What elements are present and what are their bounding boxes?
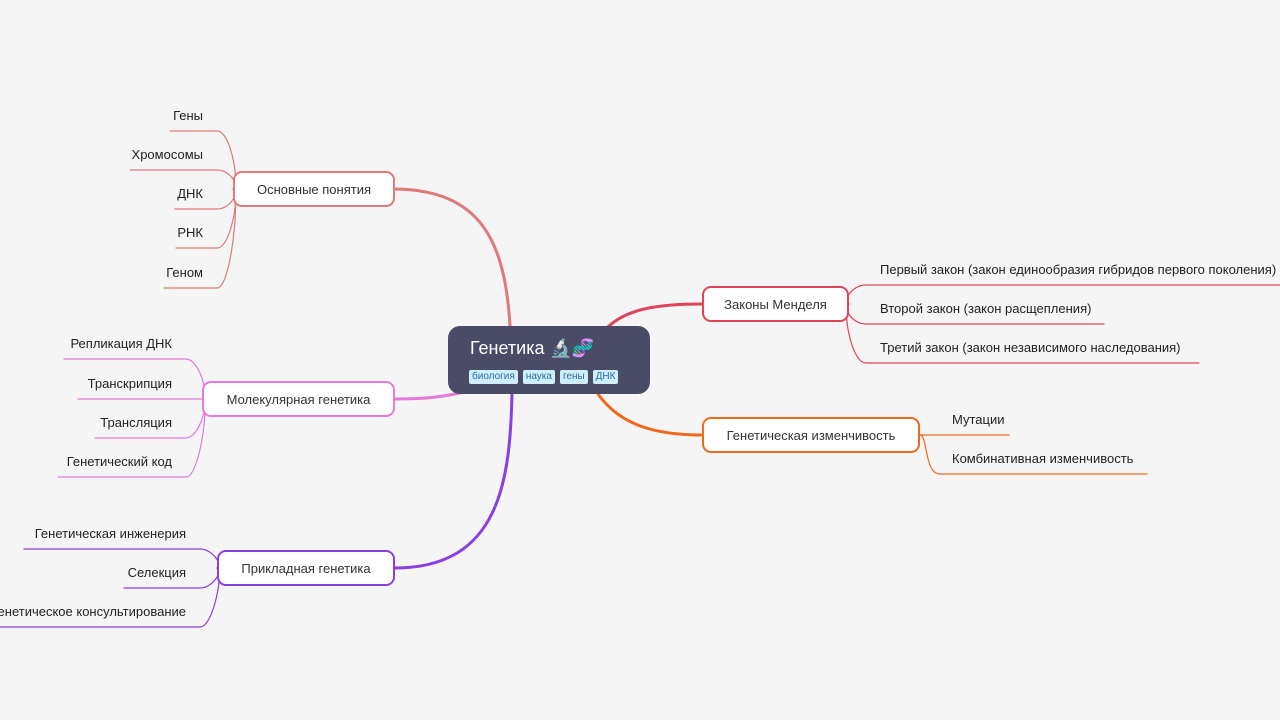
leaf-combinative-variability[interactable]: Комбинативная изменчивость [952,451,1134,466]
leaf-genetic-counseling[interactable]: Генетическое консультирование [0,604,186,619]
leaf-genetic-engineering[interactable]: Генетическая инженерия [34,526,186,541]
connector-root-mendel [603,302,704,332]
tag-science[interactable]: наука [522,370,555,384]
leaf-translation[interactable]: Трансляция [100,415,172,430]
central-topic-genetics[interactable]: Генетика 🔬🧬 биология наука гены ДНК [448,326,650,394]
tag-genes[interactable]: гены [559,370,588,384]
leaf-third-law[interactable]: Третий закон (закон независимого наследо… [880,340,1181,355]
leaf-selection[interactable]: Селекция [127,565,186,580]
branch-basic-concepts[interactable]: Основные понятия [233,171,395,207]
connector-root-variability [596,392,704,437]
leaf-mutations[interactable]: Мутации [952,412,1005,427]
leaf-dna-replication[interactable]: Репликация ДНК [70,336,172,351]
leaf-genetic-code[interactable]: Генетический код [66,454,172,469]
branch-genetic-variability[interactable]: Генетическая изменчивость [702,417,920,453]
branch-mendel-laws[interactable]: Законы Менделя [702,286,849,322]
central-topic-tags: биология наука гены ДНК [469,370,619,384]
leaf-genes[interactable]: Гены [173,108,203,123]
branch-molecular-genetics[interactable]: Молекулярная генетика [202,381,395,417]
tag-dna[interactable]: ДНК [592,370,619,384]
connector-root-basic [393,187,512,328]
connector-applied-leaf-0 [23,548,220,569]
leaf-first-law[interactable]: Первый закон (закон единообразия гибридо… [880,262,1277,277]
leaf-chromosomes[interactable]: Хромосомы [131,147,203,162]
leaf-second-law[interactable]: Второй закон (закон расщепления) [880,301,1092,316]
leaf-rna[interactable]: РНК [177,225,203,240]
connector-root-applied [393,392,514,570]
leaf-transcription[interactable]: Транскрипция [87,376,172,391]
leaf-dna[interactable]: ДНК [177,186,203,201]
central-topic-title: Генетика 🔬🧬 [470,338,595,358]
connector-variability-leaf-1 [919,434,1148,475]
tag-biology[interactable]: биология [469,370,518,384]
leaf-genome[interactable]: Геном [166,265,203,280]
branch-applied-genetics[interactable]: Прикладная генетика [217,550,395,586]
